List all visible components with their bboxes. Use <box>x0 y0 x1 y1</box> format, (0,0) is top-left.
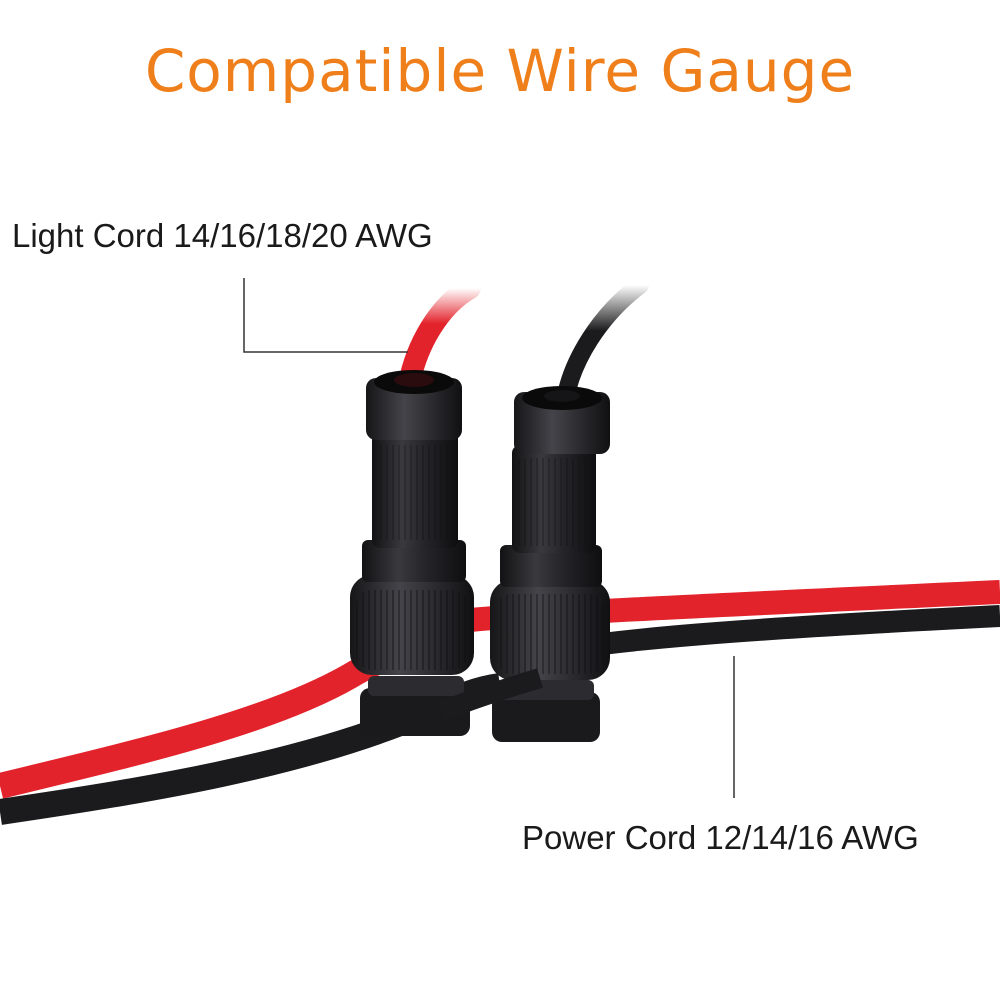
power-cord-label: Power Cord 12/14/16 AWG <box>522 819 919 856</box>
right-connector <box>490 386 610 742</box>
light-cord-black-wire <box>556 276 649 409</box>
power-cord-center-strand <box>436 668 543 722</box>
left-connector <box>350 370 474 736</box>
light-cord-label: Light Cord 14/16/18/20 AWG <box>12 217 433 254</box>
page-title: Compatible Wire Gauge <box>144 37 856 105</box>
light-cord-leader-line <box>243 278 408 353</box>
